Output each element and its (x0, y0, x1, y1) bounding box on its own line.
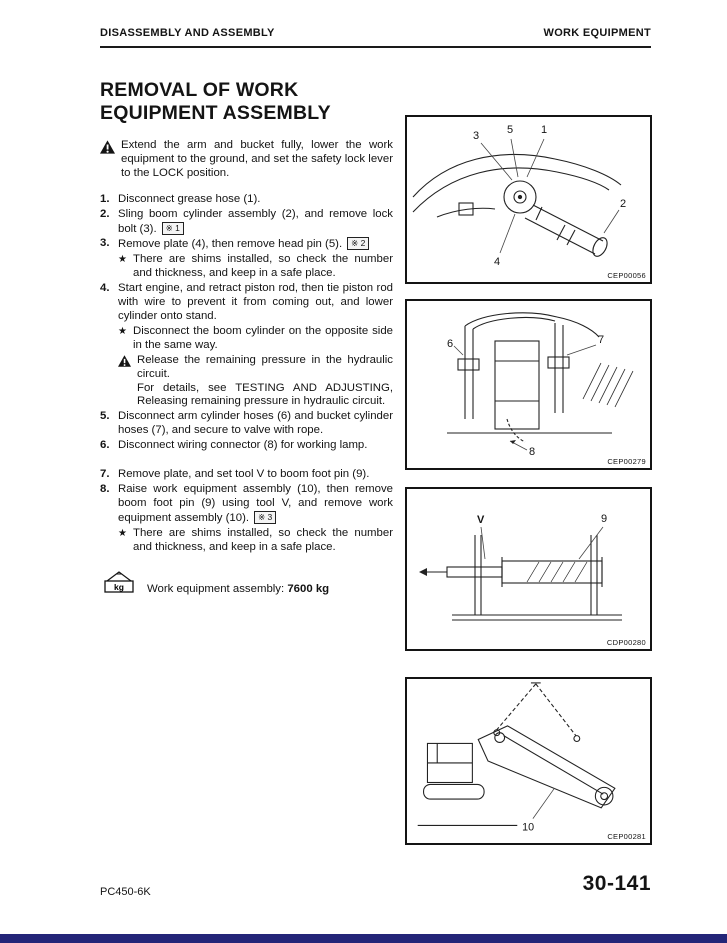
star-icon: ★ (118, 325, 127, 337)
step-text-content: Sling boom cylinder assembly (2), and re… (118, 207, 393, 235)
kg-icon-label: kg (114, 582, 124, 592)
callout-6: 6 (447, 338, 453, 350)
header-chapter-title: WORK EQUIPMENT (543, 27, 651, 39)
callout-10: 10 (522, 821, 534, 833)
step-number: 7. (100, 468, 110, 481)
footer-page-number: 30-141 (582, 872, 651, 895)
star-note: ★ There are shims installed, so check th… (118, 253, 393, 281)
step-text-content: Remove plate, and set tool V to boom foo… (118, 468, 370, 481)
step-number: 1. (100, 192, 110, 205)
step-number: 2. (100, 207, 110, 220)
figure-cylinder-hoses: 6 7 8 CEP00279 (405, 299, 652, 470)
star-note-text: There are shims installed, so check the … (133, 253, 393, 280)
step-text: Sling boom cylinder assembly (2), and re… (118, 208, 393, 237)
page-header: DISASSEMBLY AND ASSEMBLY WORK EQUIPMENT (100, 27, 651, 48)
figure-code: CEP00281 (604, 832, 646, 841)
step-6: 6. Disconnect wiring connector (8) for w… (100, 439, 393, 453)
step-7: 7. Remove plate, and set tool V to boom … (100, 468, 393, 482)
step-number: 3. (100, 237, 110, 250)
callout-8: 8 (529, 446, 535, 458)
callout-5: 5 (507, 124, 513, 136)
step-text: Remove plate, and set tool V to boom foo… (118, 468, 393, 482)
star-icon: ★ (118, 527, 127, 539)
star-note-text: There are shims installed, so check the … (133, 526, 393, 553)
figure-work-equipment-assembly: 10 CEP00281 (405, 677, 652, 845)
step-text: Remove plate (4), then remove head pin (… (118, 237, 393, 252)
step-text: Start engine, and retract piston rod, th… (118, 282, 393, 324)
step-text: Disconnect grease hose (1). (118, 193, 393, 207)
step-5: 5. Disconnect arm cylinder hoses (6) and… (100, 410, 393, 438)
page-title-line1: REMOVAL OF WORK (100, 79, 299, 101)
procedure-column: Extend the arm and bucket fully, lower t… (100, 139, 393, 599)
step-number: 5. (100, 410, 110, 423)
step-text-content: Remove plate (4), then remove head pin (… (118, 238, 343, 251)
weight-label: Work equipment assembly: (147, 583, 285, 596)
step-3: 3. Remove plate (4), then remove head pi… (100, 237, 393, 281)
callout-1: 1 (541, 124, 547, 136)
page-bottom-bar (0, 934, 727, 943)
reference-note-text: For details, see TESTING AND ADJUSTING, … (137, 381, 393, 408)
callout-9: 9 (601, 513, 607, 525)
step-number: 8. (100, 482, 110, 495)
star-note: ★ There are shims installed, so check th… (118, 527, 393, 555)
reference-mark-badge: ※ 2 (347, 237, 370, 251)
step-text-content: Raise work equipment assembly (10), then… (118, 482, 393, 524)
header-section-title: DISASSEMBLY AND ASSEMBLY (100, 27, 275, 39)
spacer (100, 454, 393, 468)
safety-warning: Extend the arm and bucket fully, lower t… (100, 139, 393, 181)
footer-model-code: PC450-6K (100, 886, 151, 898)
weight-note: kg Work equipment assembly: 7600 kg (100, 570, 393, 599)
star-note: ★ Disconnect the boom cylinder on the op… (118, 325, 393, 353)
callout-v: V (477, 514, 485, 526)
warning-icon (100, 139, 115, 181)
step-text-content: Disconnect wiring connector (8) for work… (118, 439, 368, 452)
step-8: 8. Raise work equipment assembly (10), t… (100, 483, 393, 555)
weight-text: Work equipment assembly: 7600 kg (147, 583, 329, 599)
step-text-content: Start engine, and retract piston rod, th… (118, 282, 393, 322)
figure-tool-v-foot-pin: V 9 CDP00280 (405, 487, 652, 651)
callout-3: 3 (473, 130, 479, 142)
weight-value: 7600 kg (287, 583, 330, 596)
figure-code: CEP00279 (604, 457, 646, 466)
step-1: 1. Disconnect grease hose (1). (100, 193, 393, 207)
safety-warning-text: Extend the arm and bucket fully, lower t… (121, 139, 393, 179)
step-text: Disconnect arm cylinder hoses (6) and bu… (118, 410, 393, 438)
inline-warning: Release the remaining pressure in the hy… (118, 354, 393, 382)
star-note-text: Disconnect the boom cylinder on the oppo… (133, 324, 393, 351)
step-text-content: Disconnect arm cylinder hoses (6) and bu… (118, 410, 393, 437)
page-title: REMOVAL OF WORK EQUIPMENT ASSEMBLY (100, 79, 331, 125)
reference-mark-badge: ※ 1 (161, 221, 184, 235)
step-number: 6. (100, 439, 110, 452)
figure-code: CEP00056 (604, 271, 646, 280)
figure-boom-cylinder-pin: 3 5 1 2 4 CEP00056 (405, 115, 652, 284)
step-text: Raise work equipment assembly (10), then… (118, 483, 393, 526)
step-text-content: Disconnect grease hose (1). (118, 192, 261, 205)
page-title-line2: EQUIPMENT ASSEMBLY (100, 102, 331, 124)
figure-code: CDP00280 (603, 638, 646, 647)
star-icon: ★ (118, 254, 127, 266)
warning-icon (118, 354, 132, 382)
step-4: 4. Start engine, and retract piston rod,… (100, 282, 393, 409)
step-text: Disconnect wiring connector (8) for work… (118, 439, 393, 453)
step-2: 2. Sling boom cylinder assembly (2), and… (100, 208, 393, 237)
step-number: 4. (100, 282, 110, 295)
inline-warning-text: Release the remaining pressure in the hy… (137, 353, 393, 380)
callout-4: 4 (494, 256, 500, 268)
kg-sling-icon: kg (100, 570, 138, 599)
callout-2: 2 (620, 198, 626, 210)
callout-7: 7 (598, 334, 604, 346)
reference-mark-badge: ※ 3 (254, 510, 277, 524)
